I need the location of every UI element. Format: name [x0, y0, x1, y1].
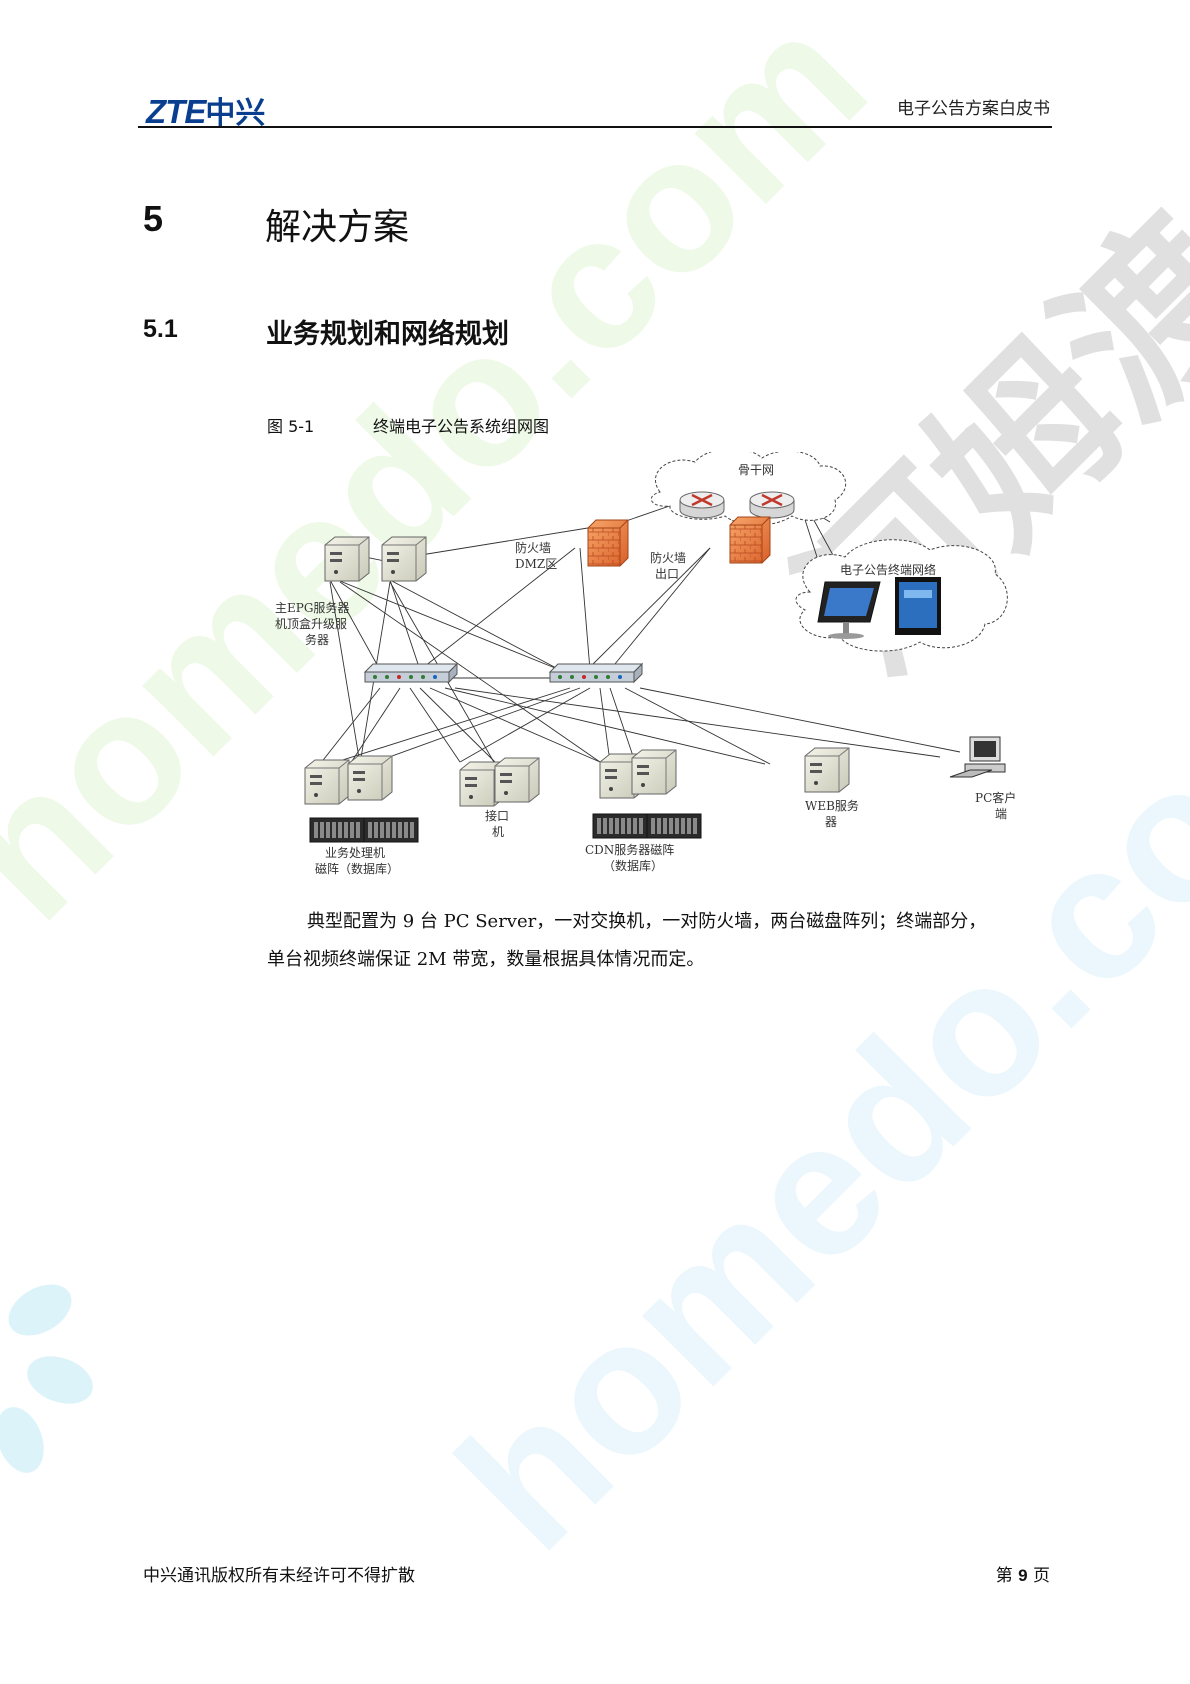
business-label: 业务处理机	[325, 845, 385, 860]
network-diagram: 骨干网 电子公告终端网络 防火墙 DMZ区 防火墙 出口 主EPG服务器 机顶盒…	[275, 452, 1016, 876]
subsection-number: 5.1	[143, 315, 178, 343]
logo-cn-text: 中兴	[205, 96, 266, 131]
body-line: 单台视频终端保证 2M 带宽，数量根据具体情况而定。	[267, 949, 705, 970]
business-label: 磁阵（数据库）	[315, 861, 399, 876]
firewall-exit-icon	[729, 516, 771, 564]
zte-logo: ZTE中兴	[146, 88, 265, 131]
epg-label: 机顶盒升级服	[275, 616, 347, 631]
business-server-icon	[304, 759, 350, 805]
footer-page-number: 第 9 页	[996, 1561, 1050, 1586]
footer-copyright: 中兴通讯版权所有未经许可不得扩散	[143, 1566, 415, 1586]
disk-array-icon	[646, 813, 702, 839]
page-header: ZTE中兴 电子公告方案白皮书	[138, 84, 1052, 131]
figure-caption-text: 终端电子公告系统组网图	[373, 417, 550, 436]
disk-array-icon	[309, 817, 365, 843]
web-label: 器	[825, 815, 837, 829]
epg-server-icon	[324, 536, 370, 582]
upgrade-server-icon	[381, 536, 427, 582]
section-number: 5	[143, 198, 164, 239]
body-paragraph: 典型配置为 9 台 PC Server，一对交换机，一对防火墙，两台磁盘阵列；终…	[267, 903, 1047, 979]
firewall-dmz-label: 防火墙	[515, 540, 551, 555]
body-line: 典型配置为 9 台 PC Server，一对交换机，一对防火墙，两台磁盘阵列；终…	[307, 911, 987, 932]
pc-client-label: PC客户	[975, 790, 1016, 805]
cdn-label: CDN服务器磁阵	[585, 842, 674, 857]
cdn-server-icon	[631, 749, 677, 795]
firewall-dmz-label: DMZ区	[515, 557, 557, 571]
pc-client-icon	[949, 736, 1006, 778]
terminal-network-label: 电子公告终端网络	[840, 562, 936, 577]
page-number: 9	[1018, 1566, 1028, 1585]
disk-array-icon	[592, 813, 648, 839]
firewall-dmz-icon	[587, 519, 629, 567]
page-suffix: 页	[1033, 1566, 1050, 1586]
logo-latin-text: ZTE	[146, 93, 206, 130]
interface-label: 机	[492, 825, 504, 839]
switch-icon	[364, 663, 458, 683]
backbone-label: 骨干网	[738, 463, 774, 477]
web-server-icon	[804, 747, 850, 793]
connection-lines	[319, 491, 961, 765]
watermark-flower-icon	[0, 1284, 93, 1473]
subsection-title: 业务规划和网络规划	[266, 319, 509, 350]
firewall-exit-label: 出口	[655, 567, 679, 581]
switch-icon	[549, 663, 643, 683]
backbone-cloud: 骨干网	[650, 452, 847, 526]
firewall-exit-label: 防火墙	[650, 550, 686, 565]
epg-label: 务器	[305, 632, 329, 647]
figure-number: 图 5-1	[267, 417, 315, 436]
disk-array-icon	[363, 817, 419, 843]
section-title: 解决方案	[265, 207, 410, 248]
router-icon	[748, 490, 796, 520]
business-server-icon	[347, 755, 393, 801]
display-terminal-icon	[895, 577, 941, 635]
kiosk-terminal-icon	[817, 581, 881, 639]
epg-label: 主EPG服务器	[275, 600, 349, 615]
figure-caption: 图 5-1 终端电子公告系统组网图	[267, 413, 549, 437]
web-label: WEB服务	[805, 798, 859, 813]
interface-label: 接口	[485, 808, 509, 823]
router-icon	[678, 490, 726, 520]
document-title: 电子公告方案白皮书	[897, 99, 1050, 119]
cdn-label: （数据库）	[603, 858, 663, 873]
pc-client-label: 端	[995, 807, 1007, 821]
interface-server-icon	[494, 757, 540, 803]
page-prefix: 第	[995, 1566, 1013, 1586]
terminal-network-cloud: 电子公告终端网络	[795, 539, 1008, 652]
